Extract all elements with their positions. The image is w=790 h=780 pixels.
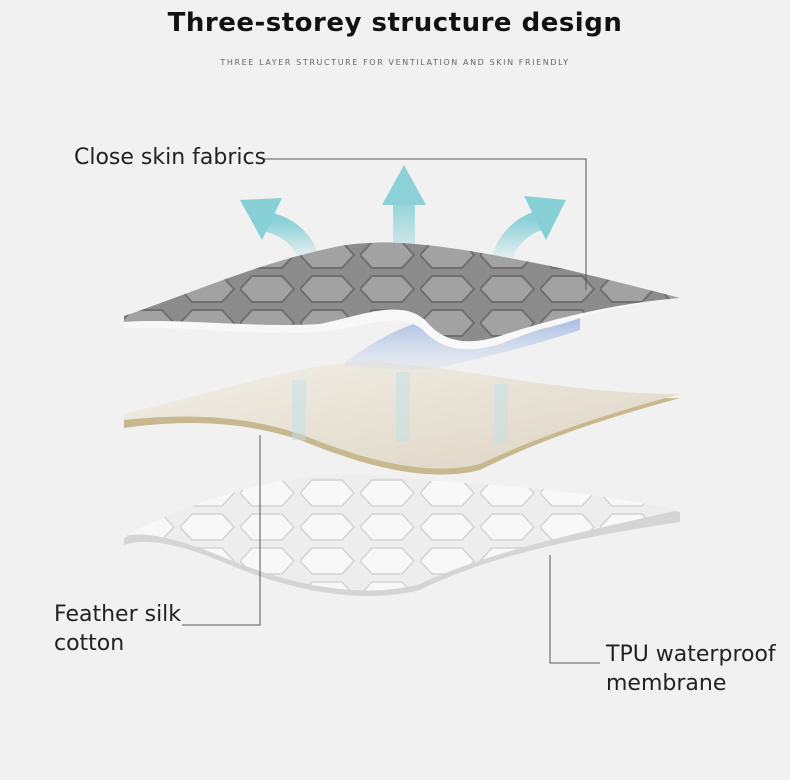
middle-layer — [124, 362, 680, 475]
ventilation-arrow-icon — [490, 196, 566, 266]
label-text-line1: TPU waterproof — [606, 642, 776, 667]
page-title: Three-storey structure design — [167, 8, 623, 38]
label-text-line2: cotton — [54, 631, 125, 656]
label-text-line1: Feather silk — [54, 602, 182, 627]
label-text-line2: membrane — [606, 671, 727, 696]
top-layer — [124, 242, 680, 370]
bottom-layer — [124, 474, 680, 596]
label-close-skin-fabrics: Close skin fabrics — [74, 143, 266, 172]
leader-line-bottom — [549, 555, 600, 664]
label-text: Close skin fabrics — [74, 145, 267, 170]
label-feather-silk-cotton: Feather silk cotton — [54, 600, 181, 658]
ventilation-arrow-icon — [240, 198, 320, 264]
label-tpu-membrane: TPU waterproof membrane — [606, 640, 776, 698]
leader-line-top — [262, 158, 587, 290]
page-subtitle: THREE LAYER STRUCTURE FOR VENTILATION AN… — [220, 58, 570, 67]
leader-lines — [182, 158, 600, 664]
leader-line-middle — [182, 435, 261, 626]
